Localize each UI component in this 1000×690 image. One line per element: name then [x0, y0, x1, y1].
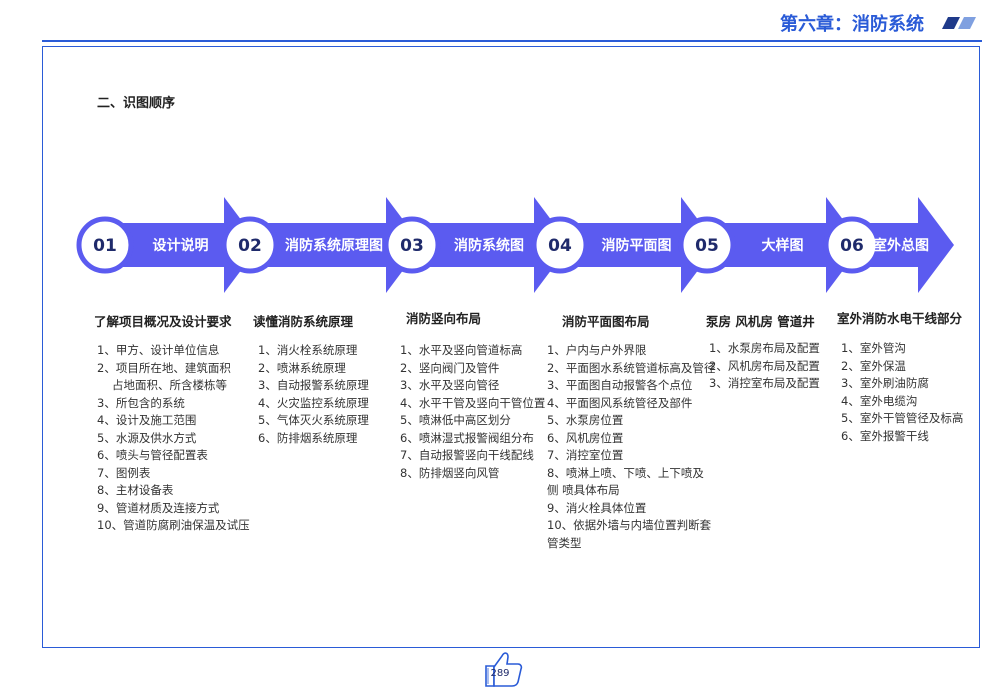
- list-item: 2、喷淋系统原理: [258, 360, 346, 375]
- list-item: 6、防排烟系统原理: [258, 430, 358, 445]
- step-arrow: [854, 197, 954, 293]
- list-item: 6、喷头与管径配置表: [97, 448, 208, 462]
- step-02: 02 消防系统原理图: [221, 197, 422, 293]
- header-divider: [42, 40, 982, 42]
- chapter-title: 第六章：消防系统: [780, 14, 924, 35]
- list-item: 4、平面图风系统管径及部件: [547, 395, 693, 410]
- section-title: 二、识图顺序: [97, 96, 176, 111]
- list-item: 6、喷淋湿式报警阀组分布: [400, 430, 534, 445]
- step-3-list: 1、水平及竖向管道标高 2、竖向阀门及管件 3、水平及竖向管径 4、水平干管及竖向干管…: [400, 342, 545, 482]
- list-item: 6、风机房位置: [547, 430, 624, 445]
- step-arrow: [562, 197, 717, 293]
- list-item: 1、水平及竖向管道标高: [400, 343, 523, 357]
- step-number-circle: [823, 216, 881, 274]
- step-number: 04: [548, 236, 572, 256]
- step-04: 04 消防平面图: [531, 197, 717, 293]
- step-01: 01 设计说明: [76, 197, 260, 293]
- step-05: 05 大样图: [678, 197, 862, 293]
- list-item: 2、竖向阀门及管件: [400, 360, 500, 375]
- list-item: 1、户内与户外界限: [547, 343, 647, 357]
- list-item: 5、气体灭火系统原理: [258, 413, 369, 427]
- step-label: 消防平面图: [602, 237, 672, 254]
- step-number-circle: [221, 216, 279, 274]
- step-number: 01: [93, 236, 117, 256]
- list-item: 5、喷淋低中高区划分: [400, 413, 511, 427]
- list-item: 2、平面图水系统管道标高及管径: [547, 360, 716, 375]
- step-4-list: 1、户内与户外界限 2、平面图水系统管道标高及管径 3、平面图自动报警各个点位 4、平…: [547, 342, 715, 552]
- list-item: 3、室外刷油防腐: [841, 376, 929, 390]
- list-item: 3、自动报警系统原理: [258, 378, 369, 392]
- list-item: 6、室外报警干线: [841, 428, 929, 443]
- list-item: 7、消控室位置: [547, 448, 624, 462]
- step-arrow: [414, 197, 570, 293]
- list-item: 占地面积、所含楼栋等: [112, 378, 227, 392]
- list-item: 5、水泵房位置: [547, 413, 624, 427]
- content-frame: [42, 46, 980, 648]
- list-item: 1、消火栓系统原理: [258, 343, 358, 357]
- list-item: 10、管道防腐刷油保温及试压: [97, 518, 250, 532]
- list-item: 9、消火栓具体位置: [547, 500, 647, 515]
- list-item: 1、室外管沟: [841, 341, 906, 355]
- step-4-heading: 消防平面图布局: [562, 314, 650, 329]
- list-item: 2、项目所在地、建筑面积: [97, 360, 231, 375]
- list-item: 侧 喷具体布局: [547, 483, 620, 497]
- list-item: 2、室外保温: [841, 358, 906, 373]
- list-item: 9、管道材质及连接方式: [97, 500, 220, 515]
- step-number: 02: [238, 236, 262, 256]
- page-number: 289: [490, 668, 510, 679]
- step-number-circle: [531, 216, 589, 274]
- list-item: 2、风机房布局及配置: [709, 358, 820, 373]
- list-item: 管类型: [547, 535, 582, 550]
- step-number-circle: [383, 216, 441, 274]
- step-label: 室外总图: [873, 237, 929, 254]
- list-item: 4、室外电缆沟: [841, 393, 918, 408]
- step-03: 03 消防系统图: [383, 197, 570, 293]
- list-item: 4、火灾监控系统原理: [258, 395, 369, 410]
- list-item: 4、设计及施工范围: [97, 413, 197, 427]
- list-item: 4、水平干管及竖向干管位置: [400, 395, 546, 410]
- list-item: 3、所包含的系统: [97, 395, 185, 410]
- step-2-list: 1、消火栓系统原理 2、喷淋系统原理 3、自动报警系统原理 4、火灾监控系统原理 5、气…: [258, 342, 369, 447]
- list-item: 5、室外干管管径及标高: [841, 411, 964, 425]
- list-item: 1、甲方、设计单位信息: [97, 343, 220, 357]
- step-1-heading: 了解项目概况及设计要求: [94, 314, 232, 329]
- list-item: 3、消控室布局及配置: [709, 376, 820, 390]
- list-item: 8、喷淋上喷、下喷、上下喷及: [547, 465, 704, 480]
- step-arrow: [107, 197, 260, 293]
- step-5-heading: 泵房 风机房 管道井: [706, 314, 815, 329]
- step-3-heading: 消防竖向布局: [406, 311, 482, 326]
- list-item: 3、平面图自动报警各个点位: [547, 378, 693, 392]
- step-number-circle: [678, 216, 736, 274]
- step-6-heading: 室外消防水电干线部分: [837, 311, 963, 326]
- list-item: 3、水平及竖向管径: [400, 378, 500, 392]
- step-2-heading: 读懂消防系统原理: [253, 314, 354, 329]
- step-6-list: 1、室外管沟 2、室外保温 3、室外刷油防腐 4、室外电缆沟 5、室外干管管径及标高 6、…: [841, 340, 963, 445]
- header-stripes-icon: [942, 17, 976, 29]
- list-item: 7、自动报警竖向干线配线: [400, 448, 534, 462]
- step-arrow: [252, 197, 422, 293]
- list-item: 7、图例表: [97, 465, 151, 480]
- step-number-circle: [76, 216, 134, 274]
- step-5-list: 1、水泵房布局及配置 2、风机房布局及配置 3、消控室布局及配置: [709, 340, 820, 393]
- step-arrow: [709, 197, 862, 293]
- step-1-list: 1、甲方、设计单位信息 2、项目所在地、建筑面积占地面积、所含楼栋等 3、所包含的系…: [97, 342, 250, 535]
- step-label: 消防系统原理图: [285, 237, 383, 254]
- list-item: 8、主材设备表: [97, 483, 174, 497]
- step-number: 05: [695, 236, 719, 256]
- step-label: 设计说明: [153, 237, 209, 254]
- step-06: 06 室外总图: [823, 197, 954, 293]
- list-item: 1、水泵房布局及配置: [709, 341, 820, 355]
- list-item: 5、水源及供水方式: [97, 430, 197, 445]
- step-number: 03: [400, 236, 424, 256]
- list-item: 8、防排烟竖向风管: [400, 465, 500, 480]
- thumbs-up-icon: [485, 652, 523, 687]
- step-number: 06: [840, 236, 864, 256]
- step-label: 消防系统图: [454, 237, 524, 254]
- step-label: 大样图: [762, 237, 804, 254]
- list-item: 10、依据外墙与内墙位置判断套: [547, 518, 712, 532]
